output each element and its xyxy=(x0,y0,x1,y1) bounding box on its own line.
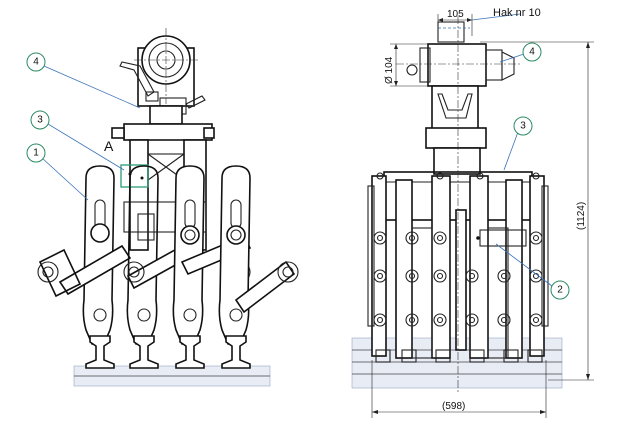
dim-total-height-text: (1124) xyxy=(576,202,587,230)
hook-label: Hak nr 10 xyxy=(493,7,541,19)
callout-3-left: 3 xyxy=(30,110,50,130)
claw-4 xyxy=(218,165,299,345)
leader-3-left xyxy=(47,123,125,171)
callout-3-text: 3 xyxy=(37,115,43,126)
hook-label-leader xyxy=(471,13,521,21)
frame-right xyxy=(367,171,549,359)
callout-3-right-text: 3 xyxy=(520,121,526,132)
front-view: A xyxy=(37,28,299,387)
detail-a-box xyxy=(120,164,149,188)
callout-4-left: 4 xyxy=(26,52,46,72)
hook-head-right xyxy=(396,21,520,87)
dim-total-width: (598) xyxy=(371,360,547,418)
bolts-right xyxy=(373,172,543,327)
dim-hook-width-text: 105 xyxy=(447,9,464,20)
feet-right xyxy=(375,349,543,363)
rails-left xyxy=(85,335,251,369)
dim-hook-diameter-text: Ø 104 xyxy=(384,56,395,84)
dim-hook-diameter: Ø 104 xyxy=(384,43,428,87)
dim-hook-width: 105 xyxy=(437,9,473,36)
callout-2-text: 2 xyxy=(557,285,563,296)
side-view: 105 Hak nr 10 Ø 104 (1124) (598) xyxy=(351,7,594,418)
leader-1-left xyxy=(41,157,89,201)
callout-3-right: 3 xyxy=(513,116,533,136)
callout-1-text: 1 xyxy=(33,148,39,159)
callout-4-right-text: 4 xyxy=(529,47,535,58)
mast-right xyxy=(425,85,487,175)
hook-ring-left xyxy=(119,28,206,115)
leader-3-right xyxy=(503,131,519,171)
leader-4-left xyxy=(43,65,141,109)
dim-total-height: (1124) xyxy=(480,41,594,381)
detail-a-label: A xyxy=(104,138,114,154)
callout-2-right: 2 xyxy=(550,280,570,300)
callout-4-text: 4 xyxy=(33,57,39,68)
leader-4-right xyxy=(499,53,525,63)
callout-1-left: 1 xyxy=(26,143,46,163)
dim-total-width-text: (598) xyxy=(442,401,465,412)
claw-1 xyxy=(37,165,132,345)
leader-2-right xyxy=(495,243,553,287)
callout-4-right: 4 xyxy=(522,42,542,62)
